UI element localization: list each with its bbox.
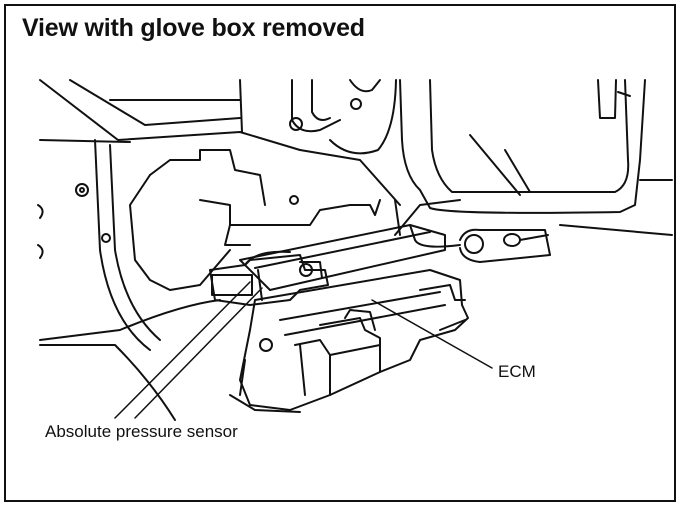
ecm-bracket-bar bbox=[239, 224, 551, 291]
ecm-unit bbox=[229, 269, 469, 413]
diagram-title: View with glove box removed bbox=[22, 14, 365, 42]
leader-lines bbox=[114, 281, 493, 419]
dash-upper-structure bbox=[39, 79, 401, 206]
absolute-pressure-sensor bbox=[209, 250, 329, 306]
pressure-sensor-label: Absolute pressure sensor bbox=[45, 422, 238, 441]
harness-clip bbox=[129, 149, 381, 291]
left-pillar bbox=[37, 139, 161, 351]
upper-bracket bbox=[289, 79, 397, 155]
ecm-label: ECM bbox=[498, 362, 536, 381]
lower-left-panel bbox=[39, 299, 221, 421]
blower-housing bbox=[394, 79, 673, 236]
